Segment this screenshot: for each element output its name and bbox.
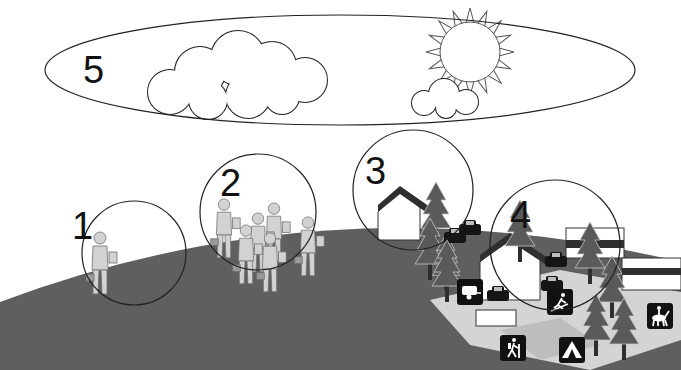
- circle-outline: [353, 130, 473, 250]
- callout-circle: 3: [353, 130, 473, 250]
- circle-outline: [200, 154, 316, 270]
- callout-circle: 4: [490, 180, 620, 310]
- outline: [353, 130, 473, 250]
- outline: [490, 180, 620, 310]
- outline: [200, 154, 316, 270]
- outline: [45, 15, 635, 125]
- callout-number: 1: [72, 207, 93, 245]
- outline: [82, 201, 186, 305]
- circle-outline: [490, 180, 620, 310]
- callout-ellipse: 5: [45, 15, 635, 125]
- callout-number: 2: [220, 164, 241, 202]
- callout-number: 5: [83, 51, 104, 89]
- callout-circle: 2: [200, 154, 316, 270]
- callout-number: 4: [510, 196, 531, 234]
- callout-circle: 1: [82, 201, 186, 305]
- circle-outline: [82, 201, 186, 305]
- callout-number: 3: [365, 152, 386, 190]
- ellipse-outline: [45, 15, 635, 125]
